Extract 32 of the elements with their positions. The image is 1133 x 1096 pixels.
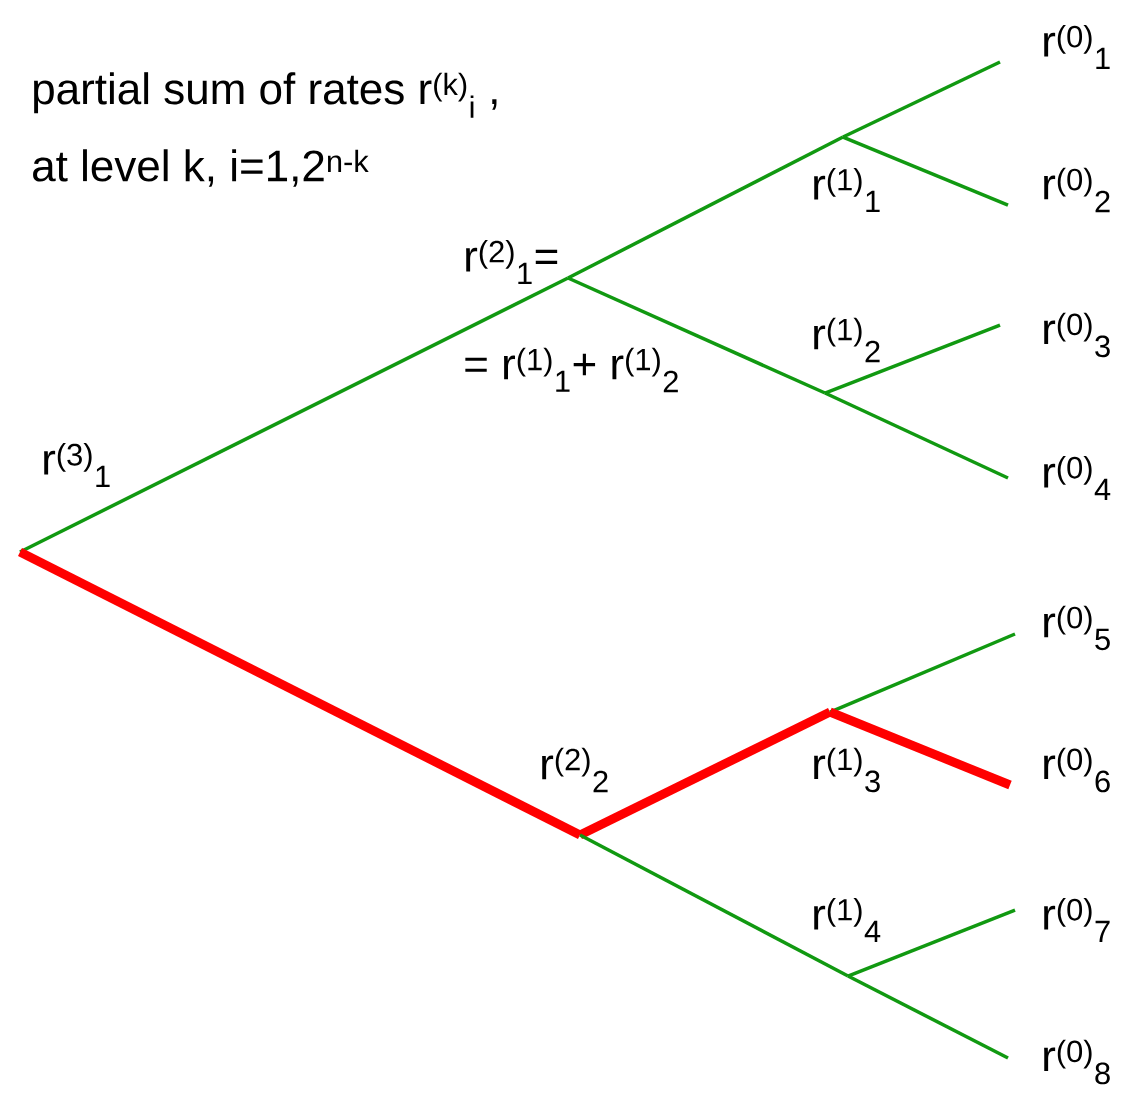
rate-label: r$^{(1)}$1 <box>814 168 880 212</box>
branch-line <box>829 632 1016 714</box>
rate-label: r$^{(1)}$2 <box>814 317 880 363</box>
branch-line <box>17 548 583 840</box>
branch-line <box>828 707 1012 790</box>
note-text: at level k, i=1,2$^{n-k}$ <box>33 149 369 187</box>
rate-label: r$^{(0)}$3 <box>1044 312 1110 358</box>
branch-line <box>567 276 826 395</box>
rate-label: r$^{(1)}$4 <box>814 898 881 942</box>
rate-label: r$^{(0)}$1 <box>1044 25 1110 69</box>
rate-label: r$^{(0)}$4 <box>1044 456 1111 500</box>
rate-label: r$^{(2)}$2 <box>542 747 608 793</box>
branch-line <box>824 391 1009 480</box>
branch-line <box>842 135 1009 207</box>
branch-line <box>578 707 832 840</box>
branch-line <box>842 60 1001 139</box>
rate-label: r$^{(0)}$2 <box>1044 167 1110 213</box>
note-text: partial sum of rates r$^{(k)}$$_{i}$ , <box>34 72 497 118</box>
rate-label: r$^{(1)}$3 <box>814 747 880 793</box>
branch-line <box>579 833 849 978</box>
branch-line <box>19 276 569 554</box>
rate-label: r$^{(0)}$6 <box>1044 747 1110 793</box>
rate-label: r$^{(0)}$7 <box>1044 898 1110 942</box>
branch-line <box>847 908 1016 978</box>
rate-label: r$^{(0)}$8 <box>1044 1039 1110 1085</box>
branch-line <box>824 323 1001 395</box>
branch-line <box>847 974 1009 1060</box>
formula-text: = r$^{(1)}$$_{1}$+ r$^{(1)}$2 <box>465 347 678 393</box>
rate-label: r$^{(3)}$1 <box>44 443 110 487</box>
rate-label: r$^{(0)}$5 <box>1044 605 1110 651</box>
rate-label: r$^{(2)}$$_{1}$= <box>466 240 558 284</box>
branch-line <box>567 135 844 280</box>
